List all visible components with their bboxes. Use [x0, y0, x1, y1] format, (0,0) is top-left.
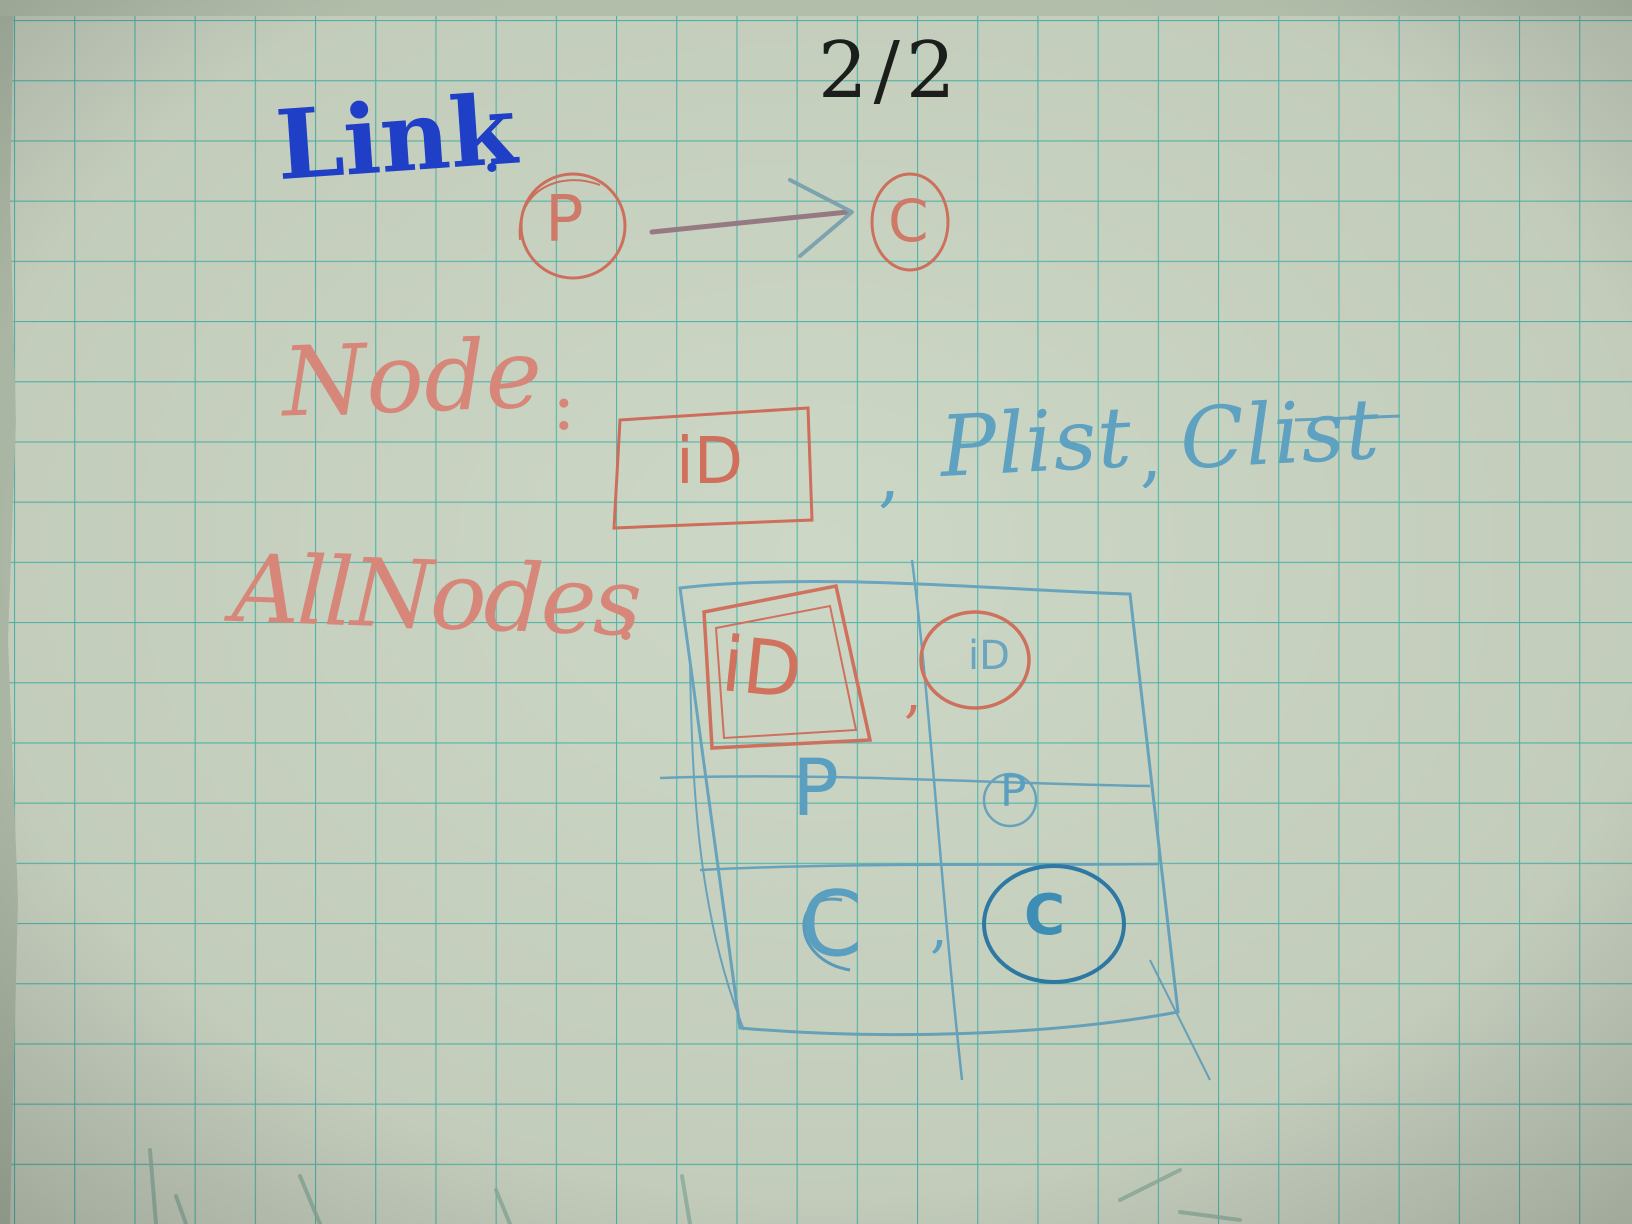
allnodes-id-small-text: iD: [968, 633, 1010, 679]
allnodes-colon: :: [614, 574, 638, 656]
allnodes-comma-a: ,: [904, 660, 922, 725]
page-date: 2/2: [818, 26, 962, 116]
allnodes-p-small-text: P: [1000, 766, 1027, 817]
allnodes-label: AllNodes: [230, 534, 641, 659]
node-colon: :: [552, 364, 576, 446]
allnodes-c-text: C: [800, 872, 863, 977]
node-comma: ,: [878, 434, 901, 516]
allnodes-comma-b: ,: [930, 895, 948, 960]
node-plist-text: Plist: [937, 388, 1135, 496]
node-clist-text: Clist: [1177, 379, 1383, 489]
link-child-letter: C: [888, 187, 929, 255]
node-lists-comma: ,: [1140, 414, 1163, 496]
allnodes-c-small-text: C: [1024, 883, 1066, 948]
node-id-text: iD: [676, 425, 744, 499]
allnodes-p-text: P: [792, 744, 840, 834]
allnodes-id-text: iD: [717, 619, 807, 716]
node-label: Node: [280, 317, 544, 439]
link-parent-letter: P: [545, 183, 584, 257]
link-colon: :: [480, 106, 504, 188]
